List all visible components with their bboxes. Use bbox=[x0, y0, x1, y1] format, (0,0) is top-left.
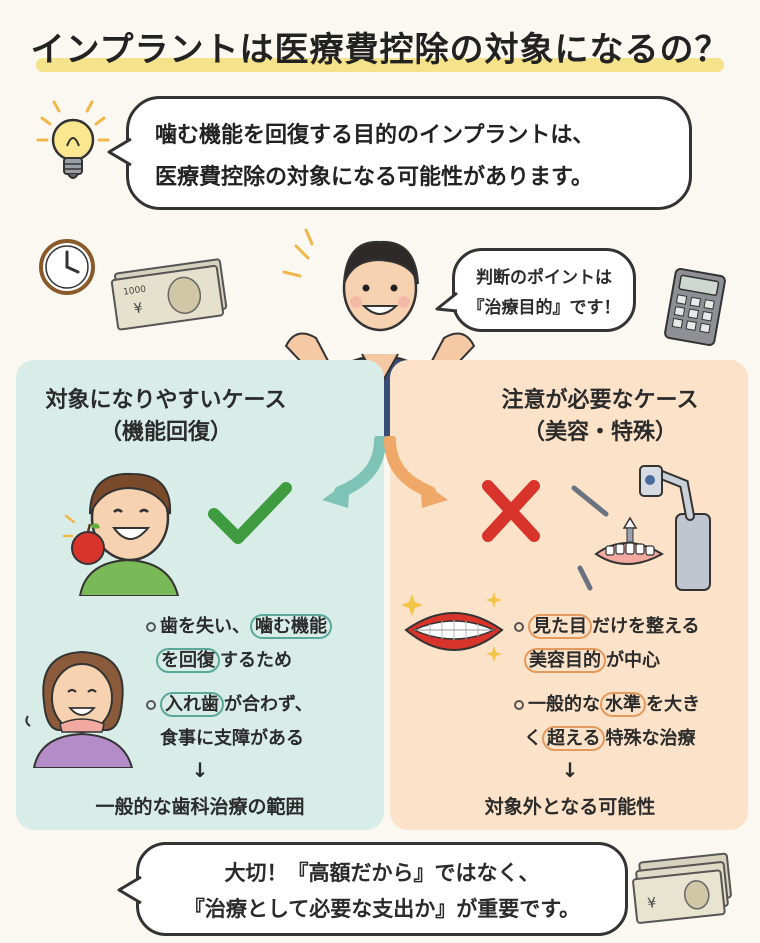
item-text: 一般的な bbox=[528, 694, 600, 715]
branch-arrows bbox=[322, 436, 448, 508]
right-item-2-line-2: く超える特殊な治療 bbox=[524, 724, 696, 751]
clock-icon bbox=[39, 239, 95, 295]
item-pill: 水準 bbox=[600, 692, 646, 717]
bottom-highlight: 治療として必要な支出か bbox=[202, 893, 438, 923]
banknotes-stack-icon: ¥ bbox=[632, 852, 732, 924]
bubble-tail bbox=[117, 875, 142, 905]
item-pill: 噛む機能 bbox=[250, 614, 332, 639]
item-text: く bbox=[524, 728, 542, 749]
bubble-tail bbox=[435, 291, 458, 313]
cross-icon bbox=[482, 480, 540, 542]
item-text: が中心 bbox=[606, 650, 660, 671]
banknotes-icon: 1000 ¥ bbox=[110, 258, 228, 331]
item-text: が合わず、 bbox=[224, 694, 313, 715]
item-text: するため bbox=[220, 650, 292, 671]
left-heading-1: 対象になりやすいケース bbox=[45, 388, 287, 413]
title-underline bbox=[36, 58, 724, 72]
dental-equipment-illustration bbox=[571, 465, 711, 591]
intro-line-2: 医療費控除の対象になる可能性があります。 bbox=[152, 159, 593, 191]
right-down-arrow: ↓ bbox=[561, 758, 579, 782]
item-text: だけを整える bbox=[592, 616, 700, 637]
left-item-2-line-2: 食事に支障がある bbox=[160, 728, 304, 749]
item-text: 特殊な治療 bbox=[605, 728, 696, 749]
intro-highlight-target: 対象 bbox=[285, 159, 334, 191]
item-text: を大き bbox=[646, 694, 700, 715]
intro-text: の bbox=[265, 165, 288, 190]
svg-text:¥: ¥ bbox=[647, 895, 658, 912]
doctor-speech-bubble: 判断のポイントは 『治療目的』です！ bbox=[435, 248, 636, 332]
calculator-icon bbox=[664, 268, 726, 346]
bottom-speech-bubble: 大切！『高額だから』ではなく、 『治療として必要な支出か』が重要です。 bbox=[117, 842, 628, 936]
right-heading-1: 注意が必要なケース bbox=[501, 388, 699, 413]
speech-highlight: 治療目的 bbox=[482, 293, 555, 318]
lightbulb-icon bbox=[36, 100, 110, 179]
speech-line-2: 『治療目的』です！ bbox=[455, 293, 633, 318]
woman-denture-illustration bbox=[25, 650, 134, 768]
right-heading-2: （美容・特殊） bbox=[522, 420, 677, 445]
page-title: インプラントは医療費控除の対象になるの？ bbox=[30, 30, 730, 70]
bullet-icon bbox=[514, 622, 524, 632]
right-item-1-line-1: 見た目だけを整える bbox=[514, 612, 700, 639]
bullet-icon bbox=[146, 622, 156, 632]
boy-eating-apple-illustration bbox=[62, 472, 180, 596]
svg-text:¥: ¥ bbox=[133, 300, 144, 317]
check-icon bbox=[208, 482, 292, 544]
intro-line-1: 噛む機能を回復する目的のインプラントは、 bbox=[152, 117, 595, 149]
bracket-close: 』が重要です。 bbox=[435, 897, 581, 921]
bottom-line-2: 『治療として必要な支出か』が重要です。 bbox=[139, 893, 625, 923]
item-text: 歯を失い、 bbox=[160, 616, 250, 637]
intro-highlight-deduction: 医療費控除 bbox=[152, 159, 268, 191]
intro-highlight-purpose: 噛む機能を回復する目的 bbox=[152, 117, 400, 149]
right-item-2-line-1: 一般的な水準を大き bbox=[514, 690, 700, 717]
left-item-1-line-2: を回復するため bbox=[156, 646, 292, 673]
item-pill: 見た目 bbox=[528, 614, 592, 639]
item-pill: 超える bbox=[542, 726, 606, 751]
item-pill: 入れ歯 bbox=[160, 692, 224, 717]
smile-illustration bbox=[401, 592, 504, 662]
bottom-line-1: 大切！『高額だから』ではなく、 bbox=[224, 861, 540, 885]
left-item-2-line-1: 入れ歯が合わず、 bbox=[146, 690, 313, 717]
intro-text: になる可能性があります。 bbox=[331, 165, 593, 190]
left-heading-2: （機能回復） bbox=[99, 420, 232, 445]
bracket-open: 『 bbox=[467, 298, 485, 318]
intro-speech-bubble: 噛む機能を回復する目的のインプラントは、 医療費控除の対象になる可能性があります… bbox=[107, 96, 692, 210]
item-pill: を回復 bbox=[156, 648, 220, 673]
left-result: 一般的な歯科治療の範囲 bbox=[95, 796, 305, 818]
bracket-close: 』です！ bbox=[552, 298, 621, 318]
intro-text: のインプラントは、 bbox=[397, 123, 595, 148]
right-item-1-line-2: 美容目的が中心 bbox=[524, 646, 660, 673]
left-down-arrow: ↓ bbox=[191, 758, 209, 782]
right-panel-caution bbox=[390, 360, 748, 830]
left-item-1-line-1: 歯を失い、噛む機能 bbox=[146, 612, 332, 639]
speech-line-1: 判断のポイントは bbox=[476, 268, 612, 288]
item-pill: 美容目的 bbox=[524, 648, 606, 673]
bubble-tail bbox=[107, 137, 132, 167]
bullet-icon bbox=[514, 700, 524, 710]
svg-text:1000: 1000 bbox=[123, 285, 147, 298]
bracket-open: 『 bbox=[183, 897, 205, 921]
bullet-icon bbox=[146, 700, 156, 710]
right-result: 対象外となる可能性 bbox=[484, 796, 656, 818]
